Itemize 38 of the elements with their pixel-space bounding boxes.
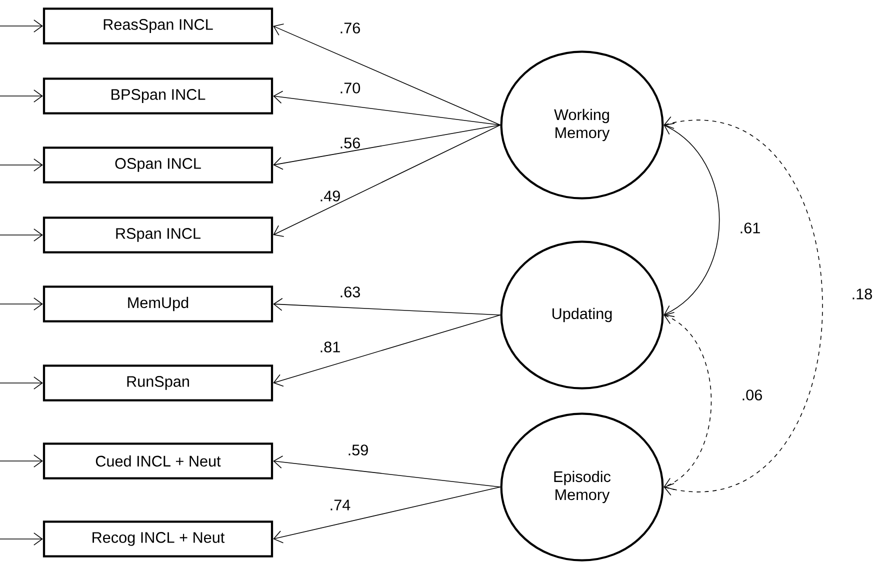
covariance-arrow bbox=[664, 312, 712, 490]
edge-label: .63 bbox=[340, 286, 360, 298]
edge-label: .61 bbox=[740, 222, 760, 234]
edge-label: .49 bbox=[320, 190, 340, 202]
edge-label: .59 bbox=[348, 444, 368, 456]
edge-label: .18 bbox=[852, 288, 872, 300]
edge-label: .70 bbox=[340, 82, 360, 94]
edge-label: .81 bbox=[320, 342, 340, 352]
loading-arrow bbox=[273, 24, 501, 126]
error-arrow bbox=[0, 298, 43, 310]
loading-arrow bbox=[273, 124, 501, 237]
variable-box: MemUpd bbox=[42, 286, 274, 322]
loading-arrow bbox=[273, 314, 501, 387]
loading-arrow bbox=[273, 124, 501, 170]
covariance-arrow bbox=[664, 116, 823, 496]
error-arrow bbox=[0, 376, 43, 390]
loading-arrow bbox=[273, 456, 501, 488]
edge-label: .06 bbox=[742, 390, 762, 400]
variable-box: RunSpan bbox=[42, 364, 274, 402]
edge-label: .76 bbox=[340, 22, 360, 34]
covariance-arrow bbox=[664, 122, 720, 318]
error-arrow bbox=[0, 20, 43, 32]
error-arrow bbox=[0, 158, 43, 172]
variable-box: Recog INCL + Neut bbox=[42, 520, 274, 558]
error-arrow bbox=[0, 454, 43, 468]
error-arrow bbox=[0, 228, 43, 242]
error-arrow bbox=[0, 90, 43, 102]
variable-box: RSpan INCL bbox=[42, 216, 274, 254]
loading-arrow bbox=[273, 298, 501, 316]
variable-box: Cued INCL + Neut bbox=[42, 442, 274, 480]
variable-box: BPSpan INCL bbox=[42, 78, 274, 114]
edge-label: .56 bbox=[340, 138, 360, 148]
variable-box: OSpan INCL bbox=[42, 146, 274, 184]
loading-arrow bbox=[273, 486, 501, 544]
variable-box: ReasSpan INCL bbox=[42, 8, 274, 44]
edge-label: .74 bbox=[330, 500, 350, 510]
error-arrow bbox=[0, 532, 43, 546]
loading-arrow bbox=[273, 90, 501, 126]
